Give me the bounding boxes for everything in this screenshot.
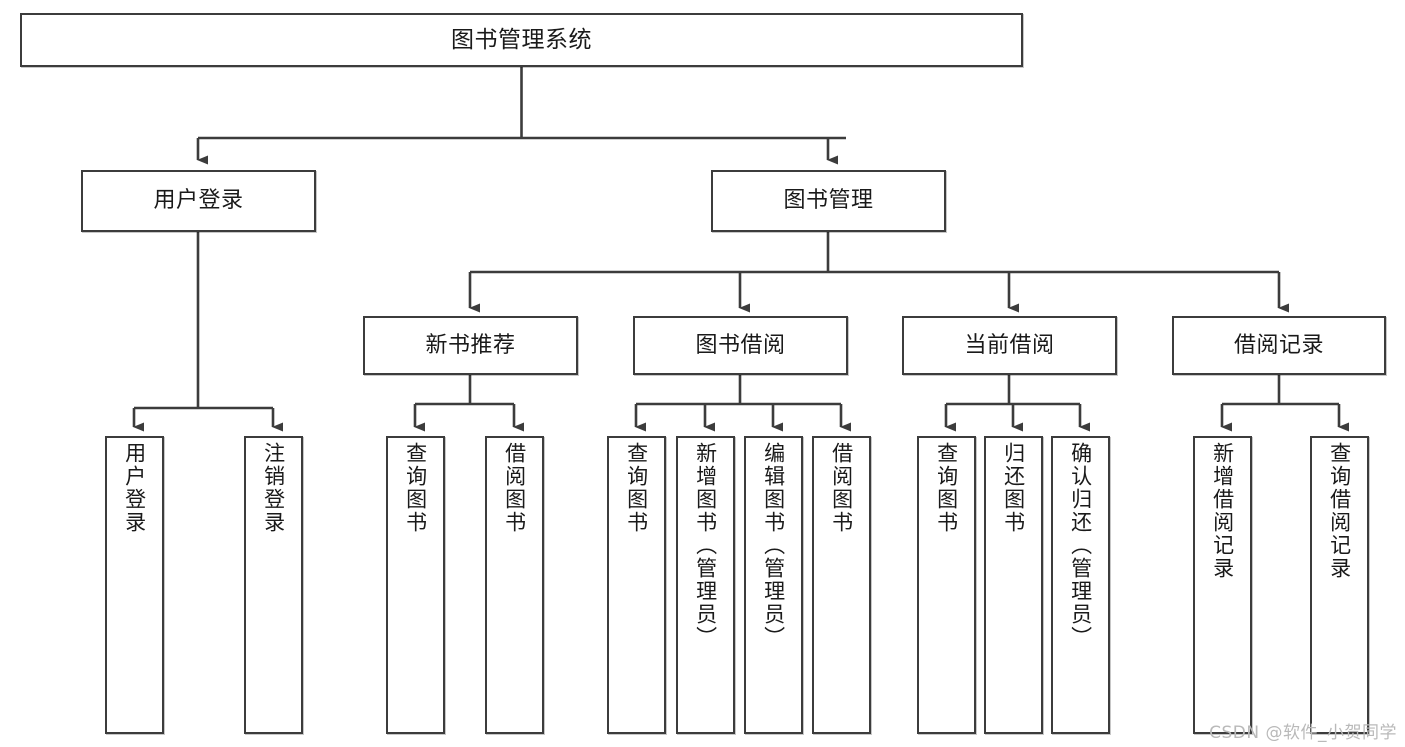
node-leaf-borrow-book-recommend[interactable]: 借阅图书 (485, 436, 544, 734)
node-label: 用户登录 (122, 442, 147, 534)
node-label: 新增图书（管理员） (693, 442, 718, 649)
node-new-book-recommend[interactable]: 新书推荐 (363, 316, 578, 375)
node-borrow-record[interactable]: 借阅记录 (1172, 316, 1386, 375)
node-label: 查询图书 (624, 442, 649, 534)
node-label: 注销登录 (261, 442, 286, 534)
node-leaf-query-book-recommend[interactable]: 查询图书 (386, 436, 445, 734)
node-label: 当前借阅 (964, 332, 1055, 358)
node-label: 确认归还（管理员） (1068, 442, 1093, 649)
node-label: 查询图书 (403, 442, 428, 534)
node-leaf-confirm-return[interactable]: 确认归还（管理员） (1051, 436, 1110, 734)
node-leaf-edit-book[interactable]: 编辑图书（管理员） (744, 436, 803, 734)
node-leaf-query-borrow-record[interactable]: 查询借阅记录 (1310, 436, 1369, 734)
node-leaf-add-book[interactable]: 新增图书（管理员） (676, 436, 735, 734)
node-label: 用户登录 (153, 188, 244, 214)
node-label: 图书借阅 (695, 332, 786, 358)
node-book-borrow[interactable]: 图书借阅 (633, 316, 848, 375)
node-user-login[interactable]: 用户登录 (81, 170, 316, 232)
node-label: 编辑图书（管理员） (761, 442, 786, 649)
node-label: 借阅记录 (1233, 332, 1324, 358)
node-label: 查询借阅记录 (1327, 442, 1352, 580)
node-leaf-user-login[interactable]: 用户登录 (105, 436, 164, 734)
node-label: 借阅图书 (829, 442, 854, 534)
node-label: 新增借阅记录 (1210, 442, 1235, 580)
node-label: 新书推荐 (425, 332, 516, 358)
node-label: 图书管理 (783, 188, 874, 214)
node-leaf-query-book-borrow[interactable]: 查询图书 (607, 436, 666, 734)
node-root-book-management-system[interactable]: 图书管理系统 (20, 13, 1023, 67)
node-label: 图书管理系统 (451, 26, 592, 53)
node-current-borrow[interactable]: 当前借阅 (902, 316, 1117, 375)
node-label: 查询图书 (934, 442, 959, 534)
node-leaf-logout[interactable]: 注销登录 (244, 436, 303, 734)
node-book-manage[interactable]: 图书管理 (711, 170, 946, 232)
node-label: 借阅图书 (502, 442, 527, 534)
node-leaf-add-borrow-record[interactable]: 新增借阅记录 (1193, 436, 1252, 734)
node-leaf-return-book[interactable]: 归还图书 (984, 436, 1043, 734)
node-leaf-borrow-book[interactable]: 借阅图书 (812, 436, 871, 734)
node-leaf-query-book-current[interactable]: 查询图书 (917, 436, 976, 734)
node-label: 归还图书 (1001, 442, 1026, 534)
